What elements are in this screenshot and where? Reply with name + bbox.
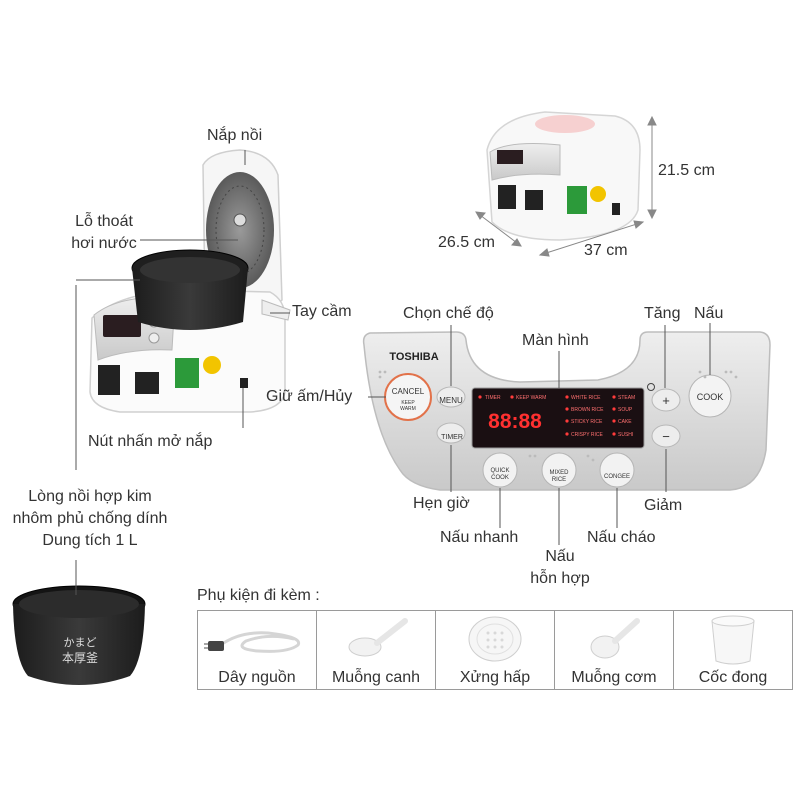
cancel-button-shape[interactable] [384,373,432,421]
display-digits: 88:88 [488,410,542,433]
svg-text:RICE: RICE [552,477,566,483]
cancel-label: CANCEL [392,387,425,396]
cooker-handle [261,299,291,321]
svg-text:KEEP WARM: KEEP WARM [516,395,546,401]
power-cord-icon [204,631,301,653]
label-screen: Màn hình [522,332,589,349]
label-cook: Nấu [694,305,724,322]
accessory-label: Xửng hấp [459,669,531,686]
dimension-height: 21.5 cm [658,162,715,179]
lcd-display [471,387,645,449]
label-timer: Hẹn giờ [413,495,470,512]
accessory-label: Cốc đong [698,669,768,686]
accessory-label: Muỗng cơm [571,669,657,686]
label-mode-select: Chọn chế độ [403,305,494,322]
accessory-label: Dây nguồn [218,669,296,686]
congee-button-shape[interactable] [599,452,635,488]
timer-label: TIMER [441,434,463,441]
svg-text:CRISPY RICE: CRISPY RICE [571,432,604,438]
closed-rice-cooker [486,111,641,241]
open-rice-cooker [89,149,291,413]
label-lid-release: Nút nhấn mở nắp [88,433,213,450]
accessory-rice-paddle: Muỗng cơm [555,611,674,689]
svg-text:CONGEE: CONGEE [604,474,630,480]
control-panel [362,331,771,491]
label-keep-warm-cancel: Giữ ấm/Hủy [266,388,353,405]
cook-label: COOK [697,392,724,402]
pot-text-2: 本厚釜 [62,650,98,665]
svg-text:BROWN RICE: BROWN RICE [571,407,604,413]
callout-lines [75,150,711,595]
label-congee: Nấu cháo [587,529,656,546]
soup-ladle-icon [348,618,408,657]
accessory-power-cord: Dây nguồn [198,611,317,689]
label-decrease: Giảm [644,497,683,514]
minus-button-shape[interactable] [651,424,681,448]
svg-text:SUSHI: SUSHI [618,432,633,438]
accessories-title: Phụ kiện đi kèm : [197,587,320,604]
accessory-steam-tray: Xửng hấp [436,611,555,689]
svg-text:STEAM: STEAM [618,395,635,401]
inner-pot: かまど 本厚釜 [12,585,146,685]
plus-label: + [662,393,670,408]
accessories-grid: Dây nguồn Muỗng canh Xửng hấp Muỗng cơm [197,610,793,690]
label-handle: Tay cầm [292,303,352,320]
svg-text:MIXED: MIXED [549,470,569,476]
menu-label: MENU [439,396,463,405]
mixed-rice-button-shape[interactable] [541,452,577,488]
rice-paddle-icon [590,618,640,659]
clock-icon [647,383,655,391]
dimension-width: 37 cm [584,242,628,259]
timer-button-shape[interactable] [436,422,466,444]
warm-label: WARM [400,406,416,412]
svg-text:COOK: COOK [491,475,509,481]
minus-label: − [662,429,670,444]
label-inner-pot: Lòng nồi hợp kim nhôm phủ chống dính Dun… [12,488,168,549]
svg-text:TIMER: TIMER [485,395,501,401]
label-mixed-rice: Nấu hỗn hợp [530,548,590,587]
steam-tray-icon [468,616,522,662]
label-vent: Lỗ thoát hơi nước [71,213,137,252]
plus-button-shape[interactable] [651,388,681,412]
svg-text:WHITE RICE: WHITE RICE [571,395,601,401]
measuring-cup-icon [711,615,755,665]
accessory-label: Muỗng canh [331,669,421,686]
quick-cook-button-shape[interactable] [482,452,518,488]
label-lid: Nắp nồi [207,127,263,144]
svg-text:CAKE: CAKE [618,419,632,425]
svg-text:STICKY RICE: STICKY RICE [571,419,603,425]
accessory-soup-ladle: Muỗng canh [317,611,436,689]
menu-button-shape[interactable] [436,386,466,408]
dimension-depth: 26.5 cm [438,234,495,251]
steam-vent-icon [233,213,247,227]
svg-text:QUICK: QUICK [490,468,509,474]
panel-brand: TOSHIBA [389,351,438,363]
accessory-measuring-cup: Cốc đong [674,611,792,689]
pot-text-1: かまど [64,636,97,649]
label-increase: Tăng [644,305,681,322]
svg-text:SOUP: SOUP [618,407,633,413]
label-quick-cook: Nấu nhanh [440,529,519,546]
dimension-lines [475,115,657,257]
keep-label: KEEP [401,400,415,406]
